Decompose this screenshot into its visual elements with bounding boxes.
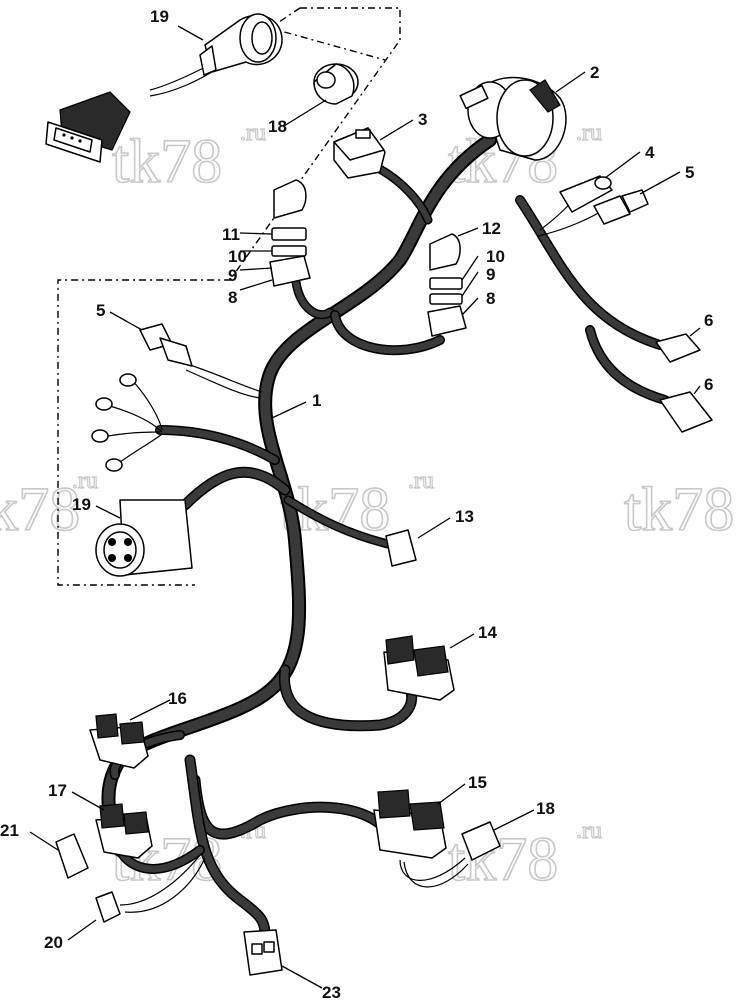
ring-terminals	[91, 373, 137, 472]
thin-wires	[107, 61, 601, 913]
connector-21	[55, 833, 89, 879]
connector-14	[89, 713, 149, 769]
watermark-suffix: .ru	[408, 468, 434, 494]
watermarks: tk78 .ru tk78 .ru tk78 .ru tk78 .ru tk78…	[0, 119, 735, 894]
callout-19: 19	[150, 7, 169, 26]
connector-20	[95, 891, 121, 923]
callout-12: 14	[478, 623, 497, 642]
connector-5-left	[139, 323, 193, 367]
connector-stack-left	[269, 179, 311, 287]
callout-10: 12	[482, 219, 501, 238]
callout-2: 2	[590, 63, 599, 82]
callout-1: 1	[312, 391, 321, 410]
callout-18: 18	[268, 117, 287, 136]
callout-5: 5	[685, 163, 694, 182]
receptacle-17	[95, 499, 193, 577]
connector-6-lower	[659, 391, 713, 433]
callout-3: 3	[418, 110, 427, 129]
callout-13: 15	[468, 773, 487, 792]
connector-5-right	[593, 189, 649, 225]
sensor-2	[459, 76, 567, 161]
connector-3	[333, 127, 386, 179]
callout-6: 6	[704, 375, 713, 394]
callout-labels: 19 2 3 4 5 18 11 10 9 8 12 10 9 8 5 6 6 …	[0, 7, 713, 1000]
ferrite-core-18	[313, 63, 359, 105]
callout-16: 18	[536, 799, 555, 818]
callout-4: 4	[645, 143, 655, 162]
callout-9: 10	[228, 247, 247, 266]
connector-15	[95, 803, 153, 859]
callout-23: 23	[322, 983, 341, 1000]
watermark: tk78	[112, 128, 222, 196]
callout-9: 10	[486, 247, 505, 266]
leaders	[29, 25, 701, 989]
callout-5: 5	[96, 301, 105, 320]
connector-11	[385, 529, 417, 567]
watermark: tk78	[624, 476, 734, 544]
callout-10: 11	[222, 225, 240, 244]
connector-4	[559, 175, 613, 213]
watermark: tk78	[0, 476, 80, 544]
connector-stack-right	[427, 233, 467, 337]
watermark-suffix: .ru	[72, 468, 98, 494]
callout-17: 19	[72, 495, 91, 514]
connector-13	[373, 789, 447, 859]
connector-6-upper	[655, 333, 701, 363]
callout-7: 8	[228, 288, 237, 307]
callout-7: 8	[486, 289, 495, 308]
connector-23	[243, 929, 283, 976]
watermark-suffix: .ru	[576, 120, 602, 146]
callout-14: 16	[168, 689, 187, 708]
dsub-connector-19	[45, 91, 131, 163]
watermark-suffix: .ru	[240, 120, 266, 146]
callout-21: 21	[0, 821, 19, 840]
components	[45, 13, 713, 976]
round-connector-19	[199, 13, 283, 76]
connector-12	[383, 635, 455, 701]
callout-20: 20	[44, 933, 63, 952]
callout-8: 9	[228, 266, 237, 285]
watermark-suffix: .ru	[576, 818, 602, 844]
callout-11: 13	[455, 507, 474, 526]
callout-6: 6	[704, 311, 713, 330]
callout-15: 17	[48, 781, 67, 800]
connector-16	[461, 821, 501, 861]
callout-8: 9	[486, 265, 495, 284]
